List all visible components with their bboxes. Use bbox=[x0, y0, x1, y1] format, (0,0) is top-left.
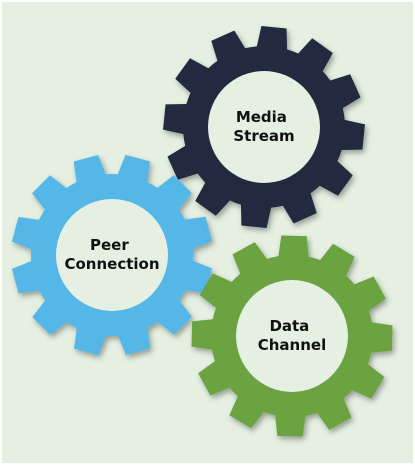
gear-label-line-2: Connection bbox=[64, 255, 159, 273]
gear-label-line-1: Peer bbox=[90, 236, 129, 254]
gear-hole bbox=[208, 71, 320, 183]
gear-label-line-2: Stream bbox=[233, 127, 294, 145]
gear-label-media-stream: Media Stream bbox=[233, 108, 294, 145]
gear-label-line-1: Media bbox=[236, 108, 287, 126]
gear-label-data-channel: Data Channel bbox=[258, 317, 326, 354]
gear-label-line-2: Channel bbox=[258, 336, 326, 354]
gear-hole bbox=[236, 280, 348, 392]
gear-hole bbox=[56, 199, 168, 311]
gear-peer-connection: Peer Connection bbox=[11, 154, 213, 356]
gear-label-peer-connection: Peer Connection bbox=[64, 236, 159, 273]
gear-media-stream: Media Stream bbox=[163, 26, 365, 228]
gear-label-line-1: Data bbox=[269, 317, 309, 335]
gear-data-channel: Data Channel bbox=[191, 235, 393, 437]
